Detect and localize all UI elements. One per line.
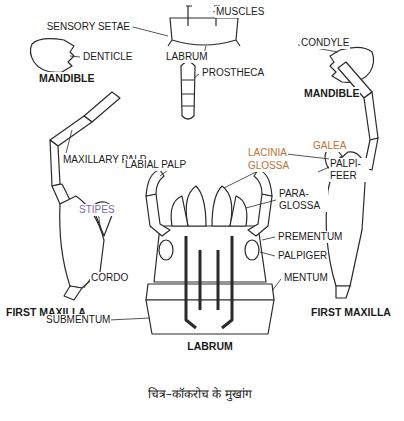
sensory-setae	[168, 40, 240, 46]
labrum-plate	[170, 18, 238, 45]
part-label: PALPI- FEER	[329, 158, 369, 182]
part-label: LACINIA	[247, 147, 288, 159]
maxillary-palp-left	[50, 140, 60, 186]
labial-palp-left	[146, 170, 164, 196]
submentum	[146, 300, 274, 334]
part-label: GALEA	[312, 140, 347, 152]
prementum	[154, 226, 266, 282]
part-label: STIPES	[78, 204, 116, 216]
part-label: PARA- GLOSSA	[278, 188, 328, 212]
paraglossa-right	[230, 196, 247, 226]
part-label: DENTICLE	[82, 51, 133, 63]
maxillary-palp-left	[84, 92, 120, 122]
part-title: MANDIBLE	[38, 72, 95, 84]
part-label: MENTUM	[283, 272, 329, 284]
labium-muscles	[186, 236, 232, 328]
cardo-left	[64, 286, 82, 300]
labial-palp-left	[146, 194, 170, 236]
maxillary-palp-left	[50, 116, 92, 146]
part-label: PROSTHECA	[201, 67, 265, 79]
part-label: PALPIGER	[277, 250, 328, 262]
part-label: LABIAL PALP	[124, 159, 187, 171]
labial-palp-right	[254, 170, 272, 196]
palpiger-right	[245, 240, 259, 260]
part-label: GLOSSA	[247, 160, 290, 172]
glossa-left	[186, 186, 206, 226]
cardo-right	[336, 286, 350, 298]
part-label: PREMENTUM	[277, 231, 343, 243]
labial-palp-right	[248, 194, 272, 236]
part-label: CONDYLE	[300, 37, 350, 49]
part-title: FIRST MAXILLA	[310, 306, 392, 318]
figure-caption: चित्र–कॉकरोच के मुखांग	[148, 385, 253, 402]
maxillary-palp-right	[364, 92, 378, 140]
part-label: LABRUM	[165, 51, 209, 63]
prostheca	[181, 62, 195, 119]
part-label: CORDO	[90, 272, 129, 284]
glossa-right	[212, 186, 232, 226]
mandible-left	[30, 39, 74, 73]
part-label: SENSORY SETAE	[46, 21, 131, 33]
part-title: LABRUM	[186, 340, 234, 352]
mentum	[146, 284, 274, 300]
part-label: SUBMENTUM	[45, 314, 111, 326]
paraglossa-left	[171, 196, 188, 226]
palpiger-left	[159, 240, 173, 260]
prostheca-segments	[182, 80, 194, 106]
part-label: MUSCLES	[215, 6, 265, 18]
part-title: MANDIBLE	[303, 87, 360, 99]
